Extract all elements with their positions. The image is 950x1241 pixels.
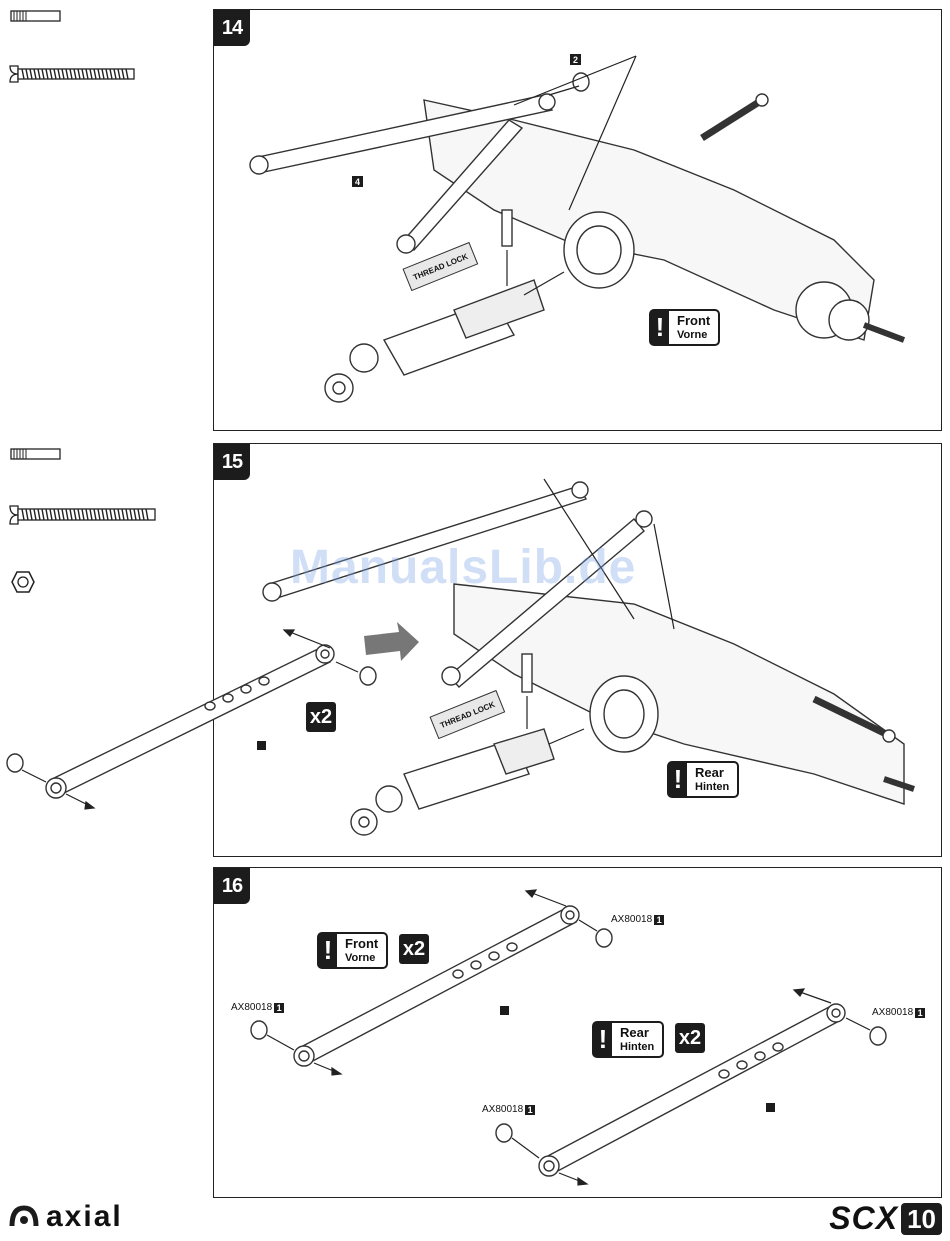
part-code: AX80018 <box>611 914 652 925</box>
rear-multiplier-badge: x2 <box>675 1023 705 1053</box>
part-label: AX80018 1 <box>872 1007 925 1018</box>
warning-icon: ! <box>669 763 687 796</box>
front-multiplier-badge: x2 <box>399 934 429 964</box>
front-warning-badge: ! Front Vorne <box>317 932 388 969</box>
rear-warning-badge: ! Rear Hinten <box>667 761 739 798</box>
model-prefix: SCX <box>829 1200 898 1237</box>
front-axle-illustration <box>214 10 943 432</box>
part-code: AX80018 <box>872 1007 913 1018</box>
part-label: AX80018 1 <box>611 914 664 925</box>
part-code: AX80018 <box>231 1002 272 1013</box>
warning-icon: ! <box>651 311 669 344</box>
warning-icon: ! <box>319 934 337 967</box>
part-qty: 1 <box>915 1008 925 1018</box>
bullet-square <box>500 1006 509 1015</box>
bullet-square <box>766 1103 775 1112</box>
short-screw-icon <box>11 11 60 21</box>
warning-icon: ! <box>594 1023 612 1056</box>
parts-column-14 <box>0 0 200 100</box>
axial-logo-icon <box>8 1202 40 1232</box>
part-label: AX80018 1 <box>482 1104 535 1115</box>
warning-label-en: Rear <box>620 1025 654 1040</box>
part-code: AX80018 <box>482 1104 523 1115</box>
part-label: AX80018 1 <box>231 1002 284 1013</box>
model-number: 10 <box>901 1203 942 1235</box>
part-qty: 1 <box>274 1003 284 1013</box>
links-illustration <box>214 868 943 1199</box>
step-16-panel: 16 <box>213 867 942 1198</box>
model-logo: SCX 10 <box>829 1200 942 1237</box>
warning-label-de: Vorne <box>677 328 710 342</box>
warning-label-de: Hinten <box>695 780 729 794</box>
front-warning-badge: ! Front Vorne <box>649 309 720 346</box>
watermark: ManualsLib.de <box>290 540 636 595</box>
long-screw-icon <box>10 66 134 82</box>
parts-column-15 <box>0 440 200 600</box>
rear-link-exploded <box>0 620 400 820</box>
long-screw-icon <box>10 506 155 524</box>
warning-label-de: Vorne <box>345 951 378 965</box>
callout-4: 4 <box>352 176 363 187</box>
hex-nut-icon <box>12 572 34 592</box>
callout-2: 2 <box>570 54 581 65</box>
warning-label-de: Hinten <box>620 1040 654 1054</box>
part-qty: 1 <box>525 1105 535 1115</box>
warning-label-en: Front <box>677 313 710 328</box>
short-screw-icon <box>11 449 60 459</box>
warning-label-en: Front <box>345 936 378 951</box>
brand-name: axial <box>46 1200 123 1234</box>
rear-warning-badge: ! Rear Hinten <box>592 1021 664 1058</box>
part-qty: 1 <box>654 915 664 925</box>
axial-logo: axial <box>8 1200 123 1234</box>
step-14-panel: 14 <box>213 9 942 431</box>
warning-label-en: Rear <box>695 765 729 780</box>
